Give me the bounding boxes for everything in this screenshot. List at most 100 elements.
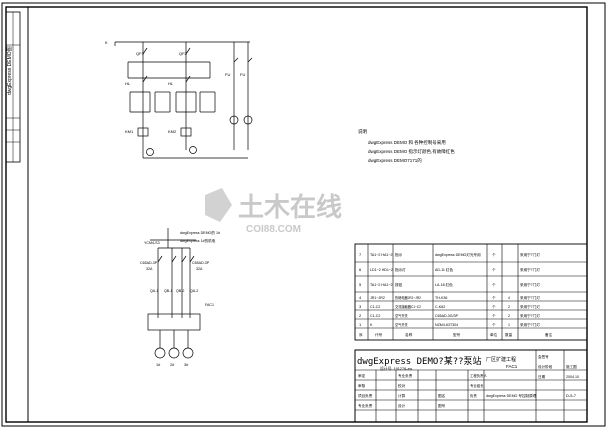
row0-unit: 个 — [492, 252, 496, 257]
watermark-cn: 土木在线 — [238, 192, 342, 222]
row2-name: 按钮 — [395, 282, 403, 287]
left-label-0: 审定 — [358, 373, 366, 378]
notes-header: 说明 — [358, 128, 367, 135]
row5-code: C1-C2 — [370, 314, 380, 318]
row5-name: 空气开关 — [395, 313, 409, 318]
row0-model: dwgExpress DEMO灯光专用 — [435, 252, 481, 257]
notes-line3: dwgExpress DEMO7171的 — [368, 157, 422, 164]
watermark-en: COI88.COM — [246, 224, 301, 235]
title-sub-right: FAC1 — [506, 364, 518, 369]
right-value-2: 2004.10 — [566, 375, 579, 379]
row6-no: 1 — [359, 322, 362, 327]
row3-note: 采用宁7门灯 — [520, 295, 540, 300]
parts-table — [354, 243, 588, 341]
row5-model: C65AD-3G/3P — [435, 314, 459, 318]
outer-border — [1, 2, 606, 427]
row3-qty: 4 — [508, 296, 510, 300]
mid-label-0: 专业负责 — [398, 373, 413, 378]
upper-label-6: FU — [240, 72, 245, 77]
row4-model: C-K62 — [435, 305, 445, 309]
title-right: 厂区扩建工程 — [486, 356, 516, 363]
row4-code: C1-C2 — [370, 305, 380, 309]
row6-name: 空气开关 — [395, 322, 409, 327]
notes-line1: dwgExpress DEMO 和 各种控制号采用 — [368, 139, 446, 146]
row2-unit: 个 — [492, 282, 496, 287]
row6-note: 采用宁7门灯 — [520, 322, 540, 327]
row3-name: 热继电器JR1~JR2 — [395, 295, 421, 300]
drawing-border — [5, 6, 588, 423]
row4-note: 采用宁7门灯 — [520, 304, 540, 309]
lower-bottom-label-0: 1# — [156, 363, 161, 367]
row4-unit: 个 — [492, 304, 496, 309]
drawing-name: dwgExpress DEMO 号控制原理 — [486, 393, 537, 398]
row0-note: 采用宁7门灯 — [520, 252, 540, 257]
lower-label-4: 32A — [196, 267, 203, 271]
title-block-text: dwgExpress DEMO?某??泵站 厂区扩建工程 FAC1 设计号: 1… — [357, 354, 579, 408]
title-main: dwgExpress DEMO?某??泵站 — [357, 355, 482, 367]
watermark: 土木在线 COI88.COM — [205, 188, 342, 235]
row5-unit: 个 — [492, 313, 496, 318]
notes-line2: dwgExpress DEMO 指示灯颜色,有故障红色 — [368, 148, 455, 155]
right-label-0: 会签号 — [538, 354, 549, 359]
title-block — [354, 349, 588, 423]
row5-qty: 2 — [508, 314, 510, 318]
row4-no: 3 — [359, 304, 362, 309]
header-code: 代号 — [375, 332, 383, 337]
row2-code: TA1~2 HA1~2 — [370, 283, 393, 287]
row3-unit: 个 — [492, 295, 496, 300]
row3-no: 4 — [359, 295, 362, 300]
lower-label-7: QB-2 — [176, 289, 184, 293]
row0-code: TA1~2 HA1~2 — [370, 253, 393, 257]
row5-no: 2 — [359, 313, 362, 318]
row2-no: 5 — [359, 282, 362, 287]
lower-note1: dwgExpress DEMO的 1# — [180, 230, 220, 235]
upper-label-3: KM1 — [125, 129, 134, 134]
right-value-1: 施工图 — [566, 364, 577, 369]
mid-label-2: 计算 — [398, 393, 406, 398]
lower-label-3: 32A — [146, 267, 153, 271]
lower-circuit — [147, 228, 201, 359]
lower-label-6: QB-1 — [164, 289, 172, 293]
upper-label-8: QF2 — [179, 51, 188, 56]
row1-unit: 个 — [492, 267, 496, 272]
parts-table-text: 7 TA1~2 HA1~2 指示 dwgExpress DEMO灯光专用 个 采… — [359, 252, 553, 337]
row1-code: LD1~2 HD1~2 — [370, 268, 393, 272]
right-label-2: 日期 — [538, 374, 546, 379]
col3-label-0: 图名 — [438, 393, 446, 398]
row1-name: 指示灯 — [395, 267, 406, 272]
row4-name: 交流接触器C1~C2 — [395, 304, 421, 309]
header-no: 序 — [359, 332, 363, 337]
row1-no: 6 — [359, 267, 362, 272]
left-label-2: 项目负责 — [358, 393, 373, 398]
col4-label-0: 工程负责人 — [470, 373, 488, 378]
lower-label-5: QA-1 — [150, 289, 158, 293]
drawing-no: D-5-7 — [566, 393, 577, 398]
upper-label-7: QF1 — [136, 51, 145, 56]
mid-label-3: 设计 — [398, 403, 406, 408]
header-unit: 单位 — [490, 332, 498, 337]
row0-no: 7 — [359, 252, 362, 257]
col3-label-1: 图号 — [438, 403, 446, 408]
upper-label-2: HL — [168, 81, 174, 86]
upper-label-5: FU — [225, 72, 230, 77]
row6-code: K — [370, 323, 373, 327]
upper-label-0: K — [105, 40, 108, 45]
lower-bottom-label-1: 2# — [170, 363, 175, 367]
lower-label-8: QA-2 — [190, 289, 198, 293]
row3-code: JR1~JR2 — [370, 296, 385, 300]
col4-label-2: 负责 — [470, 393, 477, 398]
row6-qty: 1 — [508, 323, 510, 327]
upper-label-1: HL — [125, 81, 131, 86]
mid-label-1: 校对 — [398, 383, 406, 388]
lower-label-0: YCM4-S3 — [144, 241, 160, 245]
row2-note: 采用宁7门灯 — [520, 282, 540, 287]
header-qty: 数量 — [505, 332, 513, 337]
side-strip-label: dwgExpress DEMO图 — [7, 46, 13, 95]
row6-model: NZM4-63T304 — [435, 323, 458, 327]
row2-model: LA-18 红色 — [435, 282, 453, 287]
title-sub-left: 设计号: 191278-zw — [380, 366, 412, 371]
row3-model: TH-K36 — [435, 296, 447, 300]
col4-label-1: 专业组长 — [470, 383, 484, 388]
lower-note2: dwgExpress 1#的机电 — [180, 238, 216, 243]
lower-label-2: C65AD-3P — [192, 261, 210, 265]
